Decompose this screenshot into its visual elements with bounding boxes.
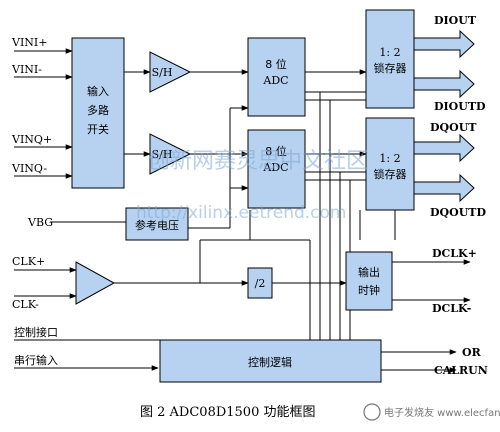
output-labels: DIOUT DIOUTD DQOUT DQOUTD DCLK+ DCLK- OR…: [430, 14, 488, 377]
vinq-plus-label: VINQ+: [11, 133, 52, 146]
dqout-arrow: [413, 133, 475, 163]
mux-label-3: 开关: [87, 122, 109, 136]
calrun-label: CALRUN: [434, 364, 488, 377]
divide-by-2-block: /2: [247, 267, 273, 299]
dclk-plus-label: DCLK+: [432, 247, 477, 260]
dioutd-arrow: [413, 69, 475, 99]
control-logic-block: 控制逻辑: [159, 339, 382, 383]
vinq-minus-label: VINQ-: [11, 162, 47, 175]
vbg-label: VBG: [27, 216, 53, 229]
input-labels: VINI+ VINI- VINQ+ VINQ- VBG CLK+ CLK- 控制…: [11, 36, 58, 367]
div2-label: /2: [255, 277, 266, 290]
diout-label: DIOUT: [434, 14, 477, 27]
adc-top-block: 8 位 ADC: [247, 37, 306, 117]
sh-top-label: S/H: [152, 66, 173, 79]
watermark: 创新网赛灵思中文社区 http://xilinx.eetrend.com: [136, 149, 368, 223]
vref-label: 参考电压: [135, 218, 179, 232]
sh-bottom-label: S/H: [152, 148, 173, 161]
vini-minus-label: VINI-: [11, 63, 42, 76]
elecfans-logo: 电子发烧友 www.elecfans.com: [363, 403, 500, 421]
control-logic-label: 控制逻辑: [248, 355, 292, 369]
clk-minus-label: CLK-: [12, 298, 39, 311]
vini-plus-label: VINI+: [11, 36, 47, 49]
adc-bottom-label-2: ADC: [262, 161, 288, 174]
clock-output-block: 输出 时钟: [345, 251, 393, 311]
clkout-label-2: 时钟: [358, 283, 380, 297]
sample-hold-bottom: S/H: [149, 133, 192, 175]
logo-text: 电子发烧友 www.elecfans.com: [384, 406, 500, 419]
latch-bottom-block: 1: 2 锁存器: [365, 117, 415, 211]
watermark-line-2: http://xilinx.eetrend.com: [136, 203, 346, 223]
figure-caption: 图 2 ADC08D1500 功能框图: [140, 405, 315, 420]
sample-hold-top: S/H: [149, 51, 192, 93]
adc-bottom-block: 8 位 ADC: [247, 129, 306, 209]
mux-label-1: 输入: [87, 84, 109, 98]
latch-top-label-1: 1: 2: [379, 46, 400, 59]
clk-plus-label: CLK+: [12, 255, 45, 268]
dqoutd-label: DQOUTD: [430, 206, 486, 219]
adc-top-label-1: 8 位: [265, 57, 287, 71]
input-mux-block: 输入 多路 开关: [71, 37, 125, 189]
watermark-line-1: 创新网赛灵思中文社区: [148, 149, 368, 174]
or-label: OR: [462, 346, 482, 359]
latch-bottom-label-2: 锁存器: [374, 167, 407, 181]
dclk-minus-label: DCLK-: [432, 302, 471, 315]
output-arrows: [413, 29, 475, 203]
dioutd-label: DIOUTD: [434, 100, 486, 113]
latch-top-block: 1: 2 锁存器: [365, 9, 415, 109]
diout-arrow: [413, 29, 475, 59]
vref-block: 参考电压: [125, 207, 189, 241]
clkout-label-1: 输出: [358, 265, 380, 279]
latch-bottom-label-1: 1: 2: [379, 152, 400, 165]
clock-buffer: [75, 261, 116, 305]
adc-top-label-2: ADC: [262, 74, 288, 87]
latch-top-label-2: 锁存器: [374, 61, 407, 75]
dqout-label: DQOUT: [430, 121, 477, 134]
control-port-label: 控制接口: [14, 325, 58, 339]
serial-input-label: 串行输入: [14, 353, 58, 367]
adc-bottom-label-1: 8 位: [265, 144, 287, 158]
mux-label-2: 多路: [87, 103, 109, 117]
dqoutd-arrow: [413, 173, 475, 203]
